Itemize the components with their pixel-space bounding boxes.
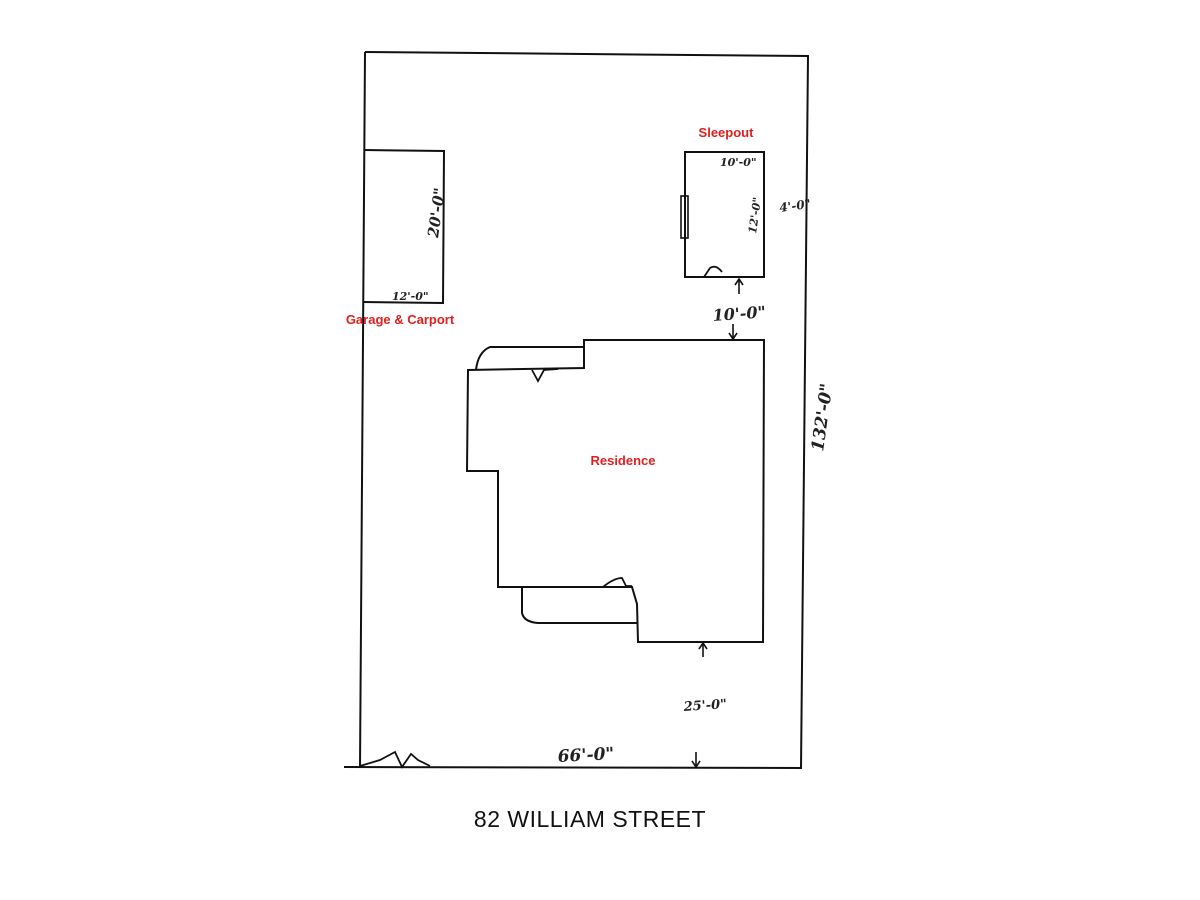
dim-lot-depth: 132'-0"	[808, 382, 837, 453]
label-residence: Residence	[590, 453, 655, 468]
address-text: 82 WILLIAM STREET	[473, 806, 707, 832]
label-garage-carport: Garage & Carport	[346, 312, 455, 327]
dimension-arrows	[691, 277, 744, 769]
dim-sleepout-side-setback: 4'-0"	[778, 197, 811, 215]
label-sleepout: Sleepout	[699, 125, 755, 140]
dim-lot-frontage: 66'-0"	[557, 744, 615, 767]
dim-garage-width: 12'-0"	[392, 290, 429, 303]
dim-rear-gap: 10'-0"	[712, 302, 766, 325]
dim-sleepout-width: 10'-0"	[720, 156, 757, 169]
dim-sleepout-depth: 12'-0"	[746, 196, 764, 234]
garage-carport-outline	[362, 149, 446, 305]
dim-garage-depth: 20'-0"	[424, 187, 449, 240]
residence-outline	[465, 339, 766, 643]
dim-front-setback: 25'-0"	[682, 697, 727, 715]
address-caption: 82 WILLIAM STREET	[0, 806, 1200, 833]
sleepout-outline	[680, 151, 765, 278]
lot-boundary	[343, 51, 810, 769]
